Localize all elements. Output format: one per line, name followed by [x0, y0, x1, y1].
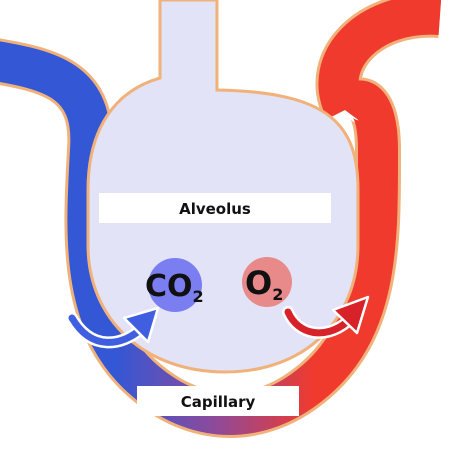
co2-molecule: CO2 — [145, 258, 204, 312]
alveolus-label-text: Alveolus — [179, 200, 251, 218]
co2-symbol: CO — [145, 269, 193, 304]
capillary-label-text: Capillary — [181, 393, 256, 411]
alveolus-label: Alveolus — [99, 193, 331, 223]
svg-text:O2: O2 — [245, 264, 283, 304]
o2-diffusion-arrow — [282, 295, 370, 339]
co2-subscript: 2 — [193, 287, 204, 306]
alveolus-label-box — [99, 193, 331, 223]
svg-text:CO2: CO2 — [145, 269, 204, 306]
co2-diffusion-arrow — [66, 306, 160, 349]
o2-symbol: O — [245, 264, 272, 302]
capillary-label-box — [137, 386, 299, 416]
co2-bubble — [148, 258, 202, 312]
o2-subscript: 2 — [272, 285, 283, 304]
o2-molecule: O2 — [242, 257, 292, 307]
o2-bubble — [242, 257, 292, 307]
capillary-label: Capillary — [137, 386, 299, 416]
